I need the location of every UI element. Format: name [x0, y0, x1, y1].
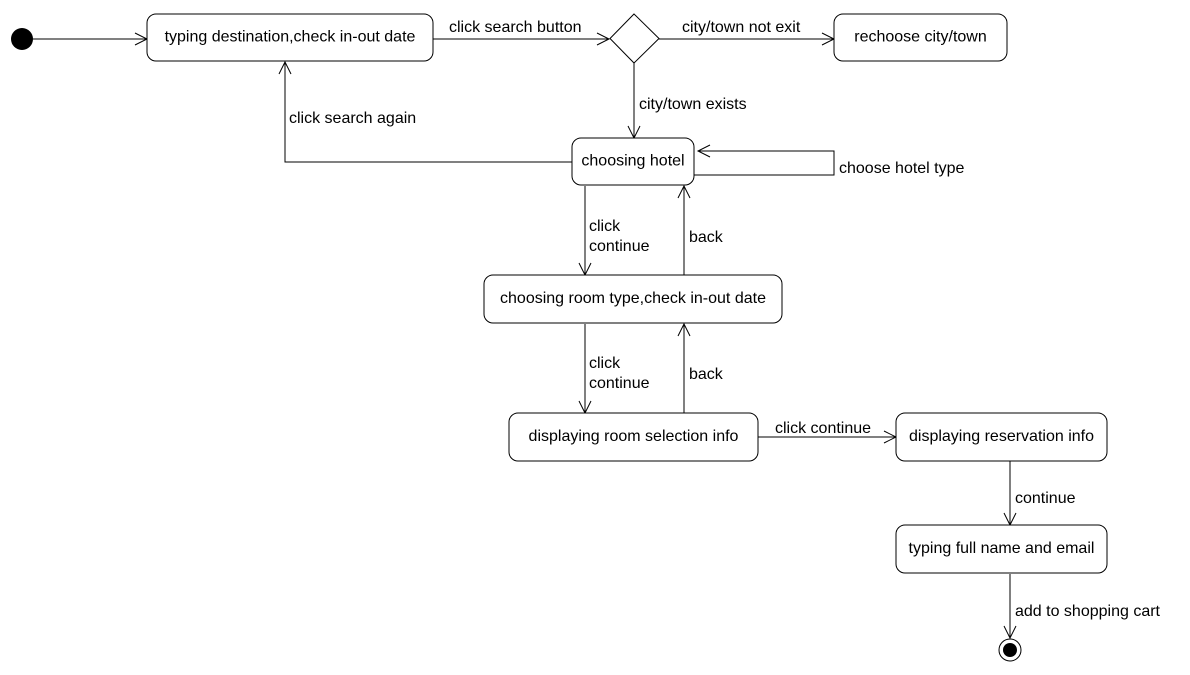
state-label: choosing hotel	[581, 153, 684, 170]
state-typing-full-name: typing full name and email	[895, 524, 1108, 574]
transition-label: continue	[589, 375, 650, 392]
state-typing-destination: typing destination,check in-out date	[146, 13, 434, 62]
arrowhead	[596, 32, 611, 46]
transition-label: back	[689, 366, 724, 383]
transition-label: choose hotel type	[839, 160, 965, 177]
state-choosing-room-type: choosing room type,check in-out date	[483, 274, 783, 324]
transition-label: continue	[589, 238, 650, 255]
state-displaying-reservation: displaying reservation info	[895, 412, 1108, 462]
state-choosing-hotel: choosing hotel	[571, 137, 695, 186]
edge-hotel-self-loop	[694, 150, 835, 176]
arrowhead	[696, 144, 711, 158]
transition-label: click	[589, 355, 621, 372]
state-displaying-room-selection: displaying room selection info	[508, 412, 759, 462]
transition-label: city/town not exit	[682, 19, 801, 36]
transition-label: click	[589, 218, 621, 235]
final-state	[998, 638, 1022, 662]
transition-label: city/town exists	[639, 96, 747, 113]
arrowhead	[1003, 625, 1017, 640]
state-label: typing destination,check in-out date	[165, 29, 416, 46]
arrowhead	[677, 322, 691, 337]
state-label: typing full name and email	[909, 540, 1095, 557]
transition-label: click search button	[449, 19, 582, 36]
state-label: choosing room type,check in-out date	[500, 290, 766, 307]
transition-label: click search again	[289, 110, 416, 127]
state-label: displaying room selection info	[529, 428, 739, 445]
transition-label: add to shopping cart	[1015, 603, 1161, 620]
state-label: displaying reservation info	[909, 428, 1094, 445]
transition-label: back	[689, 229, 724, 246]
decision-node	[609, 13, 660, 64]
state-rechoose-city: rechoose city/town	[833, 13, 1008, 62]
transition-label: click continue	[775, 420, 871, 437]
state-label: rechoose city/town	[854, 29, 987, 46]
transition-label: continue	[1015, 490, 1076, 507]
arrowhead	[677, 184, 691, 199]
arrowhead	[278, 60, 292, 75]
edge-hotel-to-typing	[284, 62, 572, 163]
initial-state	[11, 28, 33, 50]
